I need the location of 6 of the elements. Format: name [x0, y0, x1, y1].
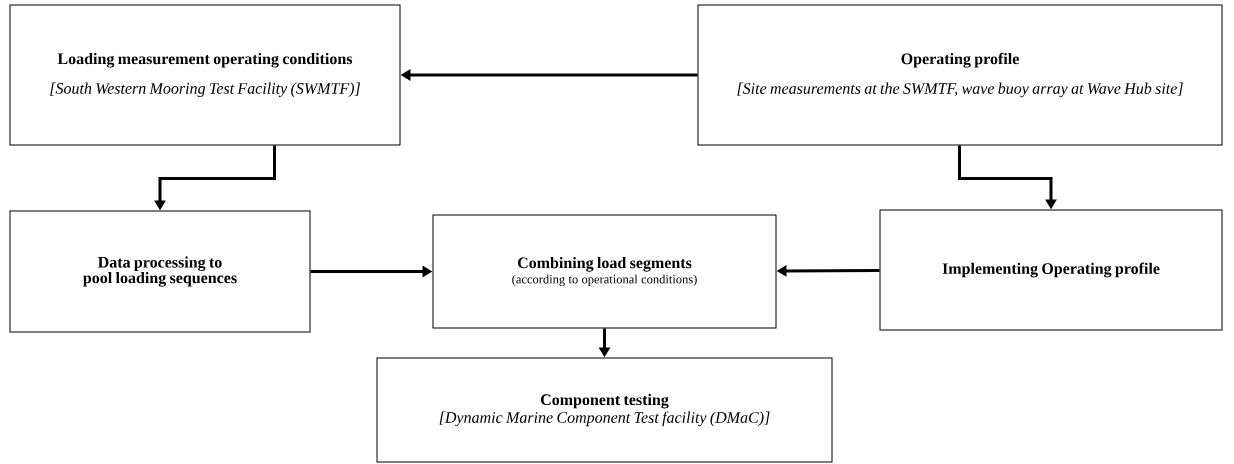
process-box: Loading measurement operating conditions [South Western Mooring Test Facility (SWMTF)]	[9, 4, 401, 146]
process-box: Operating profile [Site measurements at the SWMTF, wave buoy array at Wave Hub site]	[697, 4, 1223, 146]
process-box: Implementing Operating profile	[879, 209, 1223, 331]
process-box: Combining load segments (according to operational conditions)	[432, 214, 777, 329]
process-box: Data processing to pool loading sequences	[9, 210, 311, 333]
process-box: Component testing [Dynamic Marine Component Test facility (DMaC)]	[376, 357, 833, 463]
